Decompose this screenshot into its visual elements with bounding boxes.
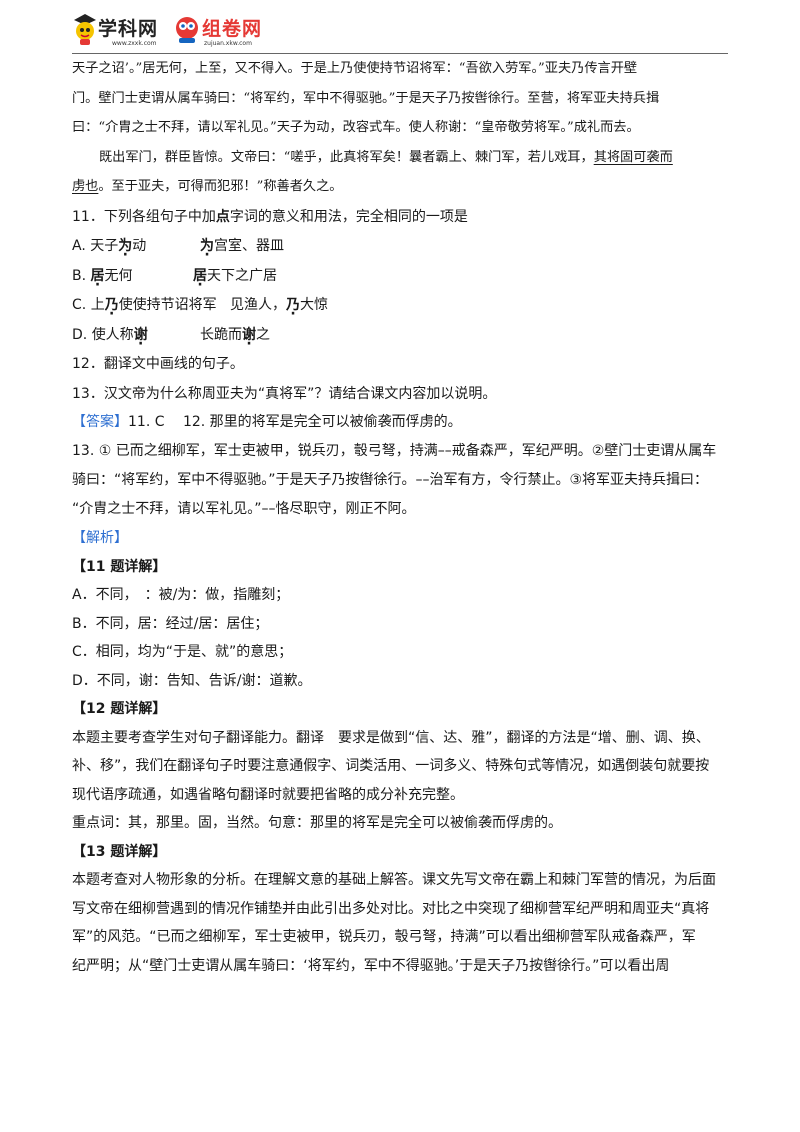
zxxk-url: www.zxxk.com: [112, 40, 157, 47]
q13-analysis-line: 军”的风范。“已而之细柳军，军士吏被甲，锐兵刃，彀弓弩，持满”可以看出细柳营军队…: [72, 929, 696, 945]
dotted-word: 为: [118, 238, 132, 254]
zxxk-logo: 学科网 www.zxxk.com: [72, 8, 172, 52]
q12-analysis-line: 现代语序疏通，如遇省略句翻译时就要把省略的成分补充完整。: [72, 786, 464, 803]
q11-analysis-line: C．相同，均为“于是、就”的意思；: [72, 644, 293, 660]
q13-analysis-line: 写文帝在细柳营遇到的情况作铺垫并由此引出多处对比。对比之中突现了细柳营军纪严明和…: [72, 900, 710, 917]
question-13: 13．汉文帝为什么称周亚夫为“真将军”？请结合课文内容加以说明。: [72, 385, 497, 402]
option-text: 见渔人，: [230, 297, 287, 313]
passage-line: 门。壁门士吏谓从属车骑曰：“将军约，军中不得驱驰。”于是天子乃按辔徐行。至营，将…: [72, 90, 660, 106]
stem-text: 字词的意义和用法，完全相同的一项是: [229, 208, 468, 225]
analysis-tag: 【解析】: [72, 530, 128, 546]
passage-text: 既出军门，群臣皆惊。文帝曰：“嗟乎，此真将军矣！曩者霸上、棘门军，若儿戏耳，: [99, 149, 594, 165]
option-d: D. 使人称谢 长跪而谢之: [72, 326, 732, 344]
option-text: 无何: [104, 267, 133, 284]
option-a: A. 天子为动 为宫室、器皿: [72, 237, 732, 255]
answer-tag: 【答案】: [72, 414, 128, 430]
question-11-stem: 11．下列各组句子中加点字词的意义和用法，完全相同的一项是: [72, 208, 732, 226]
option-text: 长跪而: [200, 326, 242, 343]
answer-line: 13. ① 已而之细柳军，军士吏被甲，锐兵刃，彀弓弩，持满––戒备森严，军纪严明…: [72, 443, 717, 459]
q13-analysis-line: 本题考查对人物形象的分析。在理解文意的基础上解答。课文先写文帝在霸上和棘门军营的…: [72, 872, 716, 888]
option-text: 之: [256, 326, 270, 343]
q12-analysis-line: 重点词：其，那里。固，当然。句意：那里的将军是完全可以被偷袭而俘虏的。: [72, 815, 562, 831]
dotted-word: 为: [200, 238, 214, 254]
stem-emphasis: 点: [215, 208, 230, 225]
stem-text: 11．下列各组句子中加: [72, 208, 216, 225]
answer-line: 【答案】11. C 12. 那里的将军是完全可以被偷袭而俘虏的。: [72, 413, 732, 431]
option-text: 宫室、器皿: [214, 238, 284, 254]
q13-analysis-line: 纪严明；从“壁门士吏谓从属车骑曰：‘将军约，军中不得驱驰。’于是天子乃按辔徐行。…: [72, 957, 670, 974]
q11-analysis-line: A．不同， ：被/为：做，指雕刻；: [72, 587, 290, 603]
page-content: 天子之诏’。”居无何，上至，又不得入。于是上乃使使持节诏将军：“吾欲入劳军。”亚…: [72, 60, 732, 985]
zujuan-logo-text: 组卷网: [202, 18, 263, 40]
q11-analysis-line: B．不同，居：经过/居：居住；: [72, 615, 269, 632]
dotted-word: 谢: [242, 327, 256, 343]
q13-analysis-title: 【13 题详解】: [72, 843, 167, 860]
option-text: 使人称: [91, 326, 134, 343]
zujuan-logo: 组卷网 zujuan.xkw.com: [174, 8, 274, 52]
option-text: 天子: [90, 238, 119, 254]
option-label: B.: [72, 267, 87, 284]
question-12: 12．翻译文中画线的句子。: [72, 356, 244, 372]
option-text: 天下之广居: [207, 267, 277, 284]
passage-line: 曰：“介胄之士不拜，请以军礼见。”天子为动，改容式车。使人称谢：“皇帝敬劳将军。…: [72, 120, 640, 135]
passage-text: 。至于亚夫，可得而犯邪！”称善者久之。: [98, 179, 343, 194]
underlined-sentence: 其将固可袭而: [593, 149, 673, 165]
page-header: 学科网 www.zxxk.com 组卷网 zujuan.xkw.com: [72, 8, 402, 52]
owl-icon: [176, 17, 198, 43]
dotted-word: 乃: [286, 297, 300, 313]
option-b: B. 居无何 居天下之广居: [72, 267, 732, 285]
header-divider: [72, 53, 728, 54]
q12-analysis-title: 【12 题详解】: [72, 701, 167, 717]
q12-analysis-line: 本题主要考查学生对句子翻译能力。翻译 要求是做到“信、达、雅”，翻译的方法是“增…: [72, 729, 710, 746]
q11-analysis-line: D．不同，谢：告知、告诉/谢：道歉。: [72, 672, 312, 689]
dotted-word: 谢: [134, 327, 148, 343]
underlined-sentence: 虏也: [72, 179, 99, 194]
option-text: 大惊: [300, 297, 329, 313]
zxxk-logo-text: 学科网: [98, 18, 159, 40]
mascot-icon: [74, 14, 96, 45]
option-label: C.: [72, 297, 87, 313]
q12-analysis-line: 补、移”，我们在翻译句子时要注意通假字、词类活用、一词多义、特殊句式等情况，如遇…: [72, 758, 710, 774]
option-text: 动: [132, 238, 147, 254]
dotted-word: 乃: [105, 297, 119, 313]
option-text: 上: [90, 297, 105, 313]
answer-line: “介胄之士不拜，请以军礼见。”––恪尽职守，刚正不阿。: [72, 501, 416, 517]
dotted-word: 居: [91, 268, 105, 284]
option-label: A.: [72, 238, 86, 254]
passage-line: 虏也。至于亚夫，可得而犯邪！”称善者久之。: [72, 178, 732, 196]
passage-line: 天子之诏’。”居无何，上至，又不得入。于是上乃使使持节诏将军：“吾欲入劳军。”亚…: [72, 61, 638, 76]
zujuan-url: zujuan.xkw.com: [204, 40, 252, 47]
option-label: D.: [72, 326, 88, 343]
dotted-word: 居: [193, 268, 207, 284]
q11-analysis-title: 【11 题详解】: [72, 558, 167, 575]
passage-line: 既出军门，群臣皆惊。文帝曰：“嗟乎，此真将军矣！曩者霸上、棘门军，若儿戏耳，其将…: [72, 149, 732, 167]
answer-line: 骑曰：“将军约，军中不得驱驰。”于是天子乃按辔徐行。––治军有方，令行禁止。③将…: [72, 472, 709, 488]
option-text: 使使持节诏将军: [118, 297, 217, 313]
option-c: C. 上乃使使持节诏将军 见渔人，乃大惊: [72, 296, 732, 314]
answer-text: 11. C 12. 那里的将军是完全可以被偷袭而俘虏的。: [128, 414, 462, 430]
